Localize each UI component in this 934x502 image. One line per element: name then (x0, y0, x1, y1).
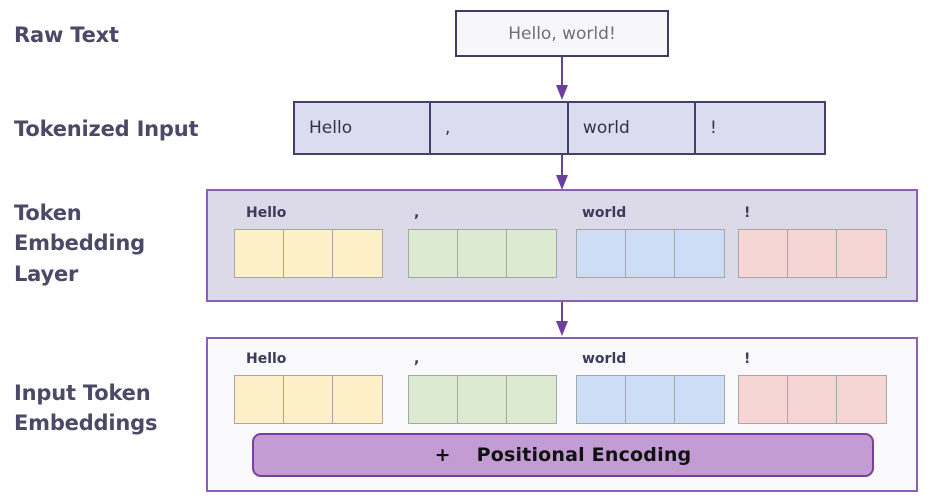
input-embedding-vector (738, 375, 887, 424)
stage-label-input-token-embeddings: Input Token Embeddings (14, 381, 158, 436)
raw-text-box: Hello, world! (455, 10, 669, 57)
embedding-group-label: , (414, 205, 420, 221)
input-token-embeddings-panel: Hello , world ! (206, 337, 918, 492)
embedding-cell (333, 230, 382, 277)
embedding-cell (333, 376, 382, 423)
embedding-vector (234, 229, 383, 278)
embedding-cell (739, 376, 788, 423)
embedding-cell (626, 230, 675, 277)
token-cell: ! (709, 118, 717, 138)
embedding-vector (408, 229, 557, 278)
token-cell: , (431, 103, 569, 153)
tokenized-input-row: Hello , world ! (293, 101, 826, 155)
embedding-vector (738, 229, 887, 278)
stage-label-raw-text: Raw Text (14, 23, 119, 47)
plus-sign: + (434, 444, 451, 466)
embedding-cell (739, 230, 788, 277)
stage-label-tokenized-input: Tokenized Input (14, 117, 199, 141)
arrow-down-icon-1 (554, 57, 570, 101)
embedding-cell (284, 230, 333, 277)
input-embedding-group-label: ! (744, 351, 751, 367)
positional-encoding-bar: + Positional Encoding (252, 433, 874, 477)
embedding-group-hello: Hello (234, 205, 383, 278)
embedding-cell (409, 376, 458, 423)
embedding-cell (284, 376, 333, 423)
embedding-group-label: Hello (246, 205, 287, 221)
embedding-cell (507, 230, 556, 277)
embedding-cell (577, 230, 626, 277)
input-embedding-group-label: Hello (246, 351, 287, 367)
embedding-cell (458, 376, 507, 423)
arrow-down-icon-3 (554, 302, 570, 338)
embedding-group-comma: , (408, 205, 557, 278)
embedding-cell (507, 376, 556, 423)
input-embedding-group-hello: Hello (234, 351, 383, 424)
input-embedding-group-label: , (414, 351, 420, 367)
embedding-cell (675, 376, 724, 423)
embedding-cell (235, 230, 284, 277)
embedding-cell (675, 230, 724, 277)
embedding-cell (458, 230, 507, 277)
embedding-vector (576, 229, 725, 278)
input-embedding-group-comma: , (408, 351, 557, 424)
arrow-down-icon-2 (554, 155, 570, 191)
embedding-cell (837, 376, 886, 423)
input-embedding-group-world: world (576, 351, 725, 424)
embedding-cell (788, 230, 837, 277)
embedding-cell (235, 376, 284, 423)
input-embedding-vector (576, 375, 725, 424)
token-embedding-layer-panel: Hello , world ! (206, 189, 918, 302)
embedding-cell (577, 376, 626, 423)
token-cell: world (569, 103, 696, 153)
embedding-group-world: world (576, 205, 725, 278)
input-embedding-vector (408, 375, 557, 424)
embedding-group-exclamation: ! (738, 205, 887, 278)
embedding-cell (409, 230, 458, 277)
embedding-group-label: world (582, 205, 627, 221)
embedding-group-label: ! (744, 205, 751, 221)
input-embedding-vector (234, 375, 383, 424)
input-embedding-group-label: world (582, 351, 627, 367)
stage-label-token-embedding-layer: Token Embedding Layer (14, 201, 145, 286)
embedding-cell (626, 376, 675, 423)
embedding-cell (837, 230, 886, 277)
positional-encoding-label: Positional Encoding (476, 444, 692, 466)
embedding-cell (788, 376, 837, 423)
raw-text-value: Hello, world! (508, 23, 616, 44)
input-embedding-group-exclamation: ! (738, 351, 887, 424)
token-cell: Hello (295, 103, 431, 153)
